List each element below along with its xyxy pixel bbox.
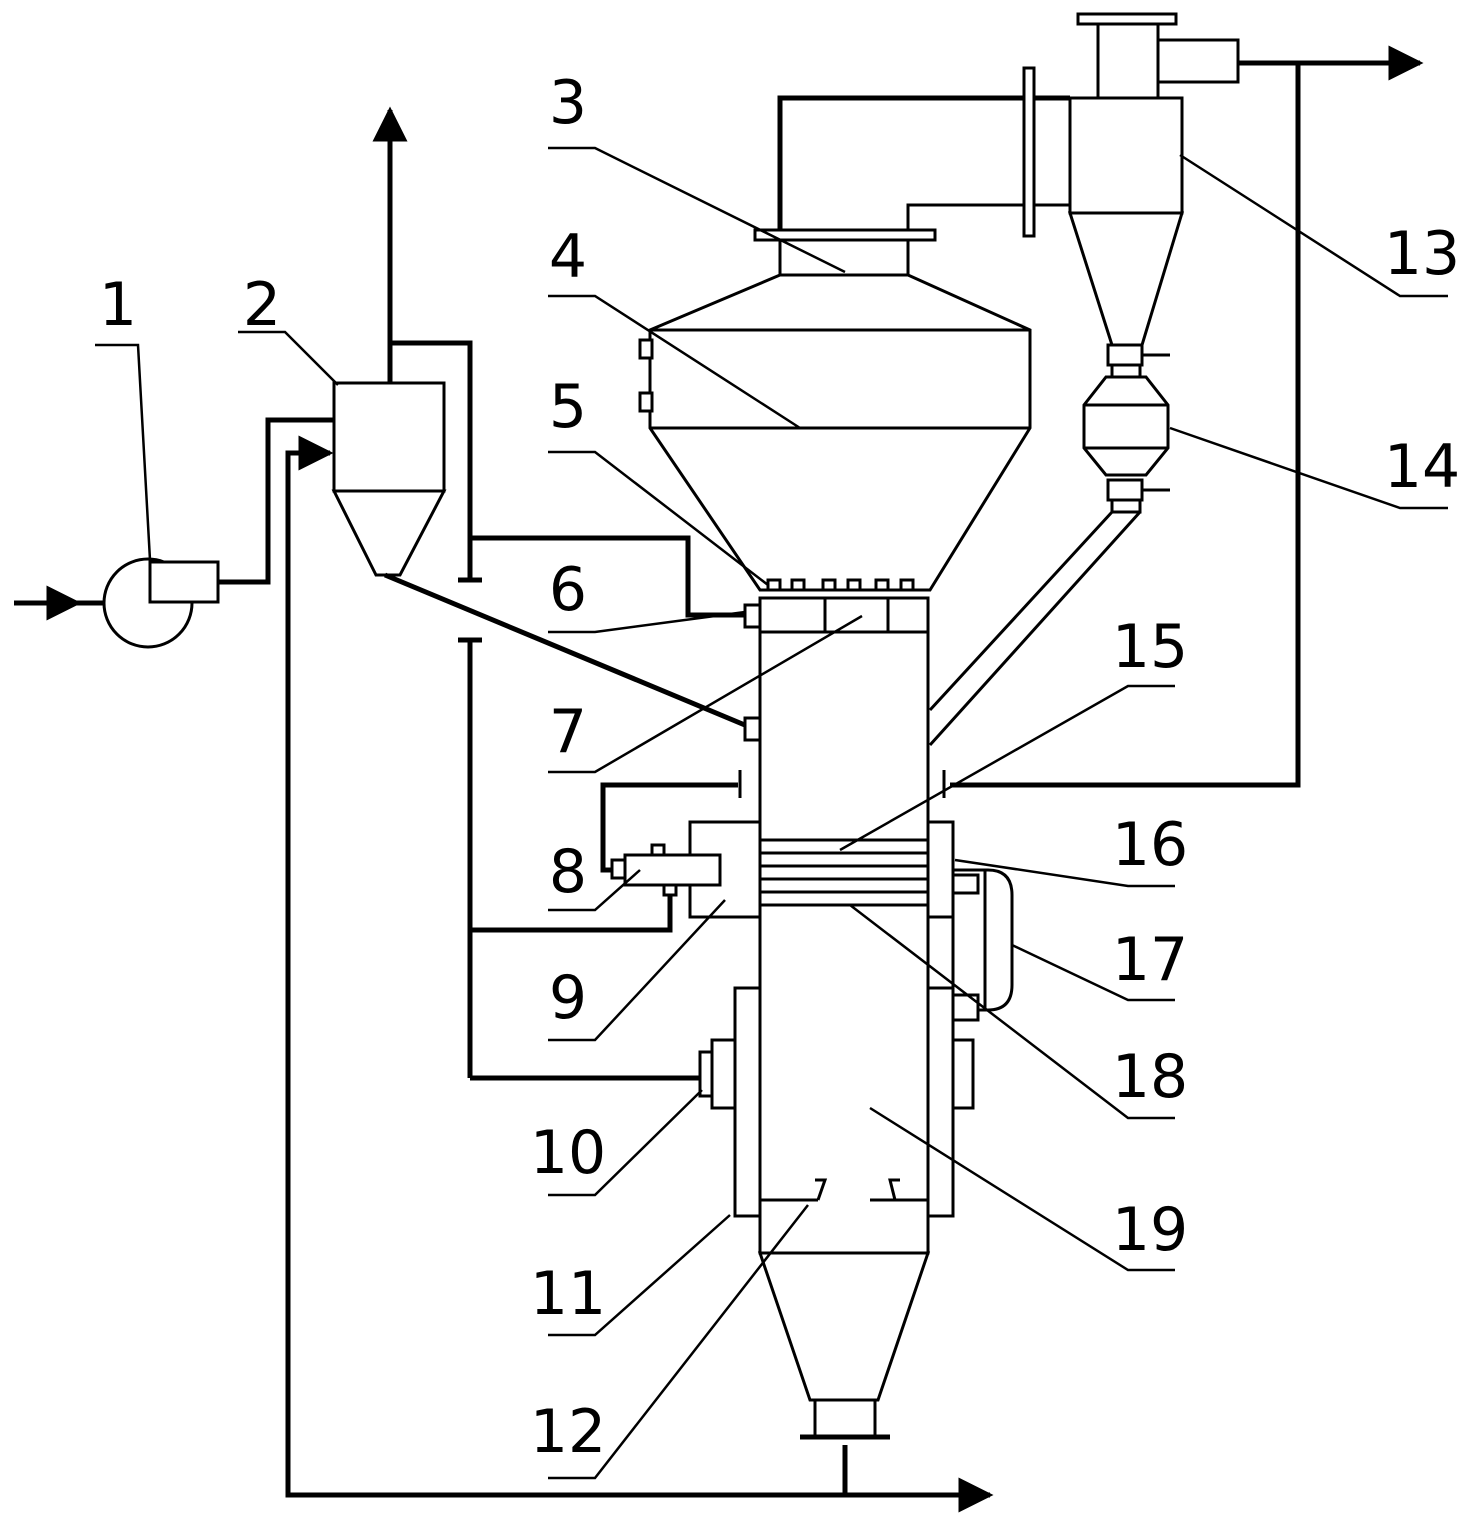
hood-nozzles <box>766 578 915 592</box>
label-1: 1 <box>99 270 137 340</box>
return-pipe <box>285 435 994 1513</box>
label-19: 19 <box>1112 1195 1188 1265</box>
primary-cyclone <box>331 106 753 1078</box>
label-17: 17 <box>1112 925 1188 995</box>
leader-lines <box>95 146 1448 1480</box>
top-cyclone <box>950 12 1424 788</box>
label-13: 13 <box>1384 219 1460 289</box>
return-leg <box>384 572 753 731</box>
label-6: 6 <box>549 555 587 625</box>
label-3: 3 <box>549 68 587 138</box>
label-16: 16 <box>1112 810 1188 880</box>
lock-hopper <box>928 375 1170 747</box>
heating-jacket <box>470 986 975 1218</box>
label-9: 9 <box>549 963 587 1033</box>
heat-exchanger <box>926 820 1014 1022</box>
label-18: 18 <box>1112 1042 1188 1112</box>
label-11: 11 <box>530 1259 606 1329</box>
label-10: 10 <box>530 1118 606 1188</box>
fan <box>14 417 336 649</box>
label-5: 5 <box>549 372 587 442</box>
top-hood <box>638 66 1070 592</box>
burner-unit <box>470 782 762 933</box>
label-2: 2 <box>243 270 281 340</box>
label-4: 4 <box>549 222 587 292</box>
label-8: 8 <box>549 837 587 907</box>
reactor-column <box>470 535 946 1440</box>
label-14: 14 <box>1384 432 1460 502</box>
label-12: 12 <box>530 1397 606 1467</box>
tube-bundle <box>760 838 928 907</box>
label-15: 15 <box>1112 612 1188 682</box>
labels: 1 2 3 4 5 6 7 8 9 10 11 12 13 14 15 16 1… <box>99 68 1460 1467</box>
label-7: 7 <box>549 697 587 767</box>
